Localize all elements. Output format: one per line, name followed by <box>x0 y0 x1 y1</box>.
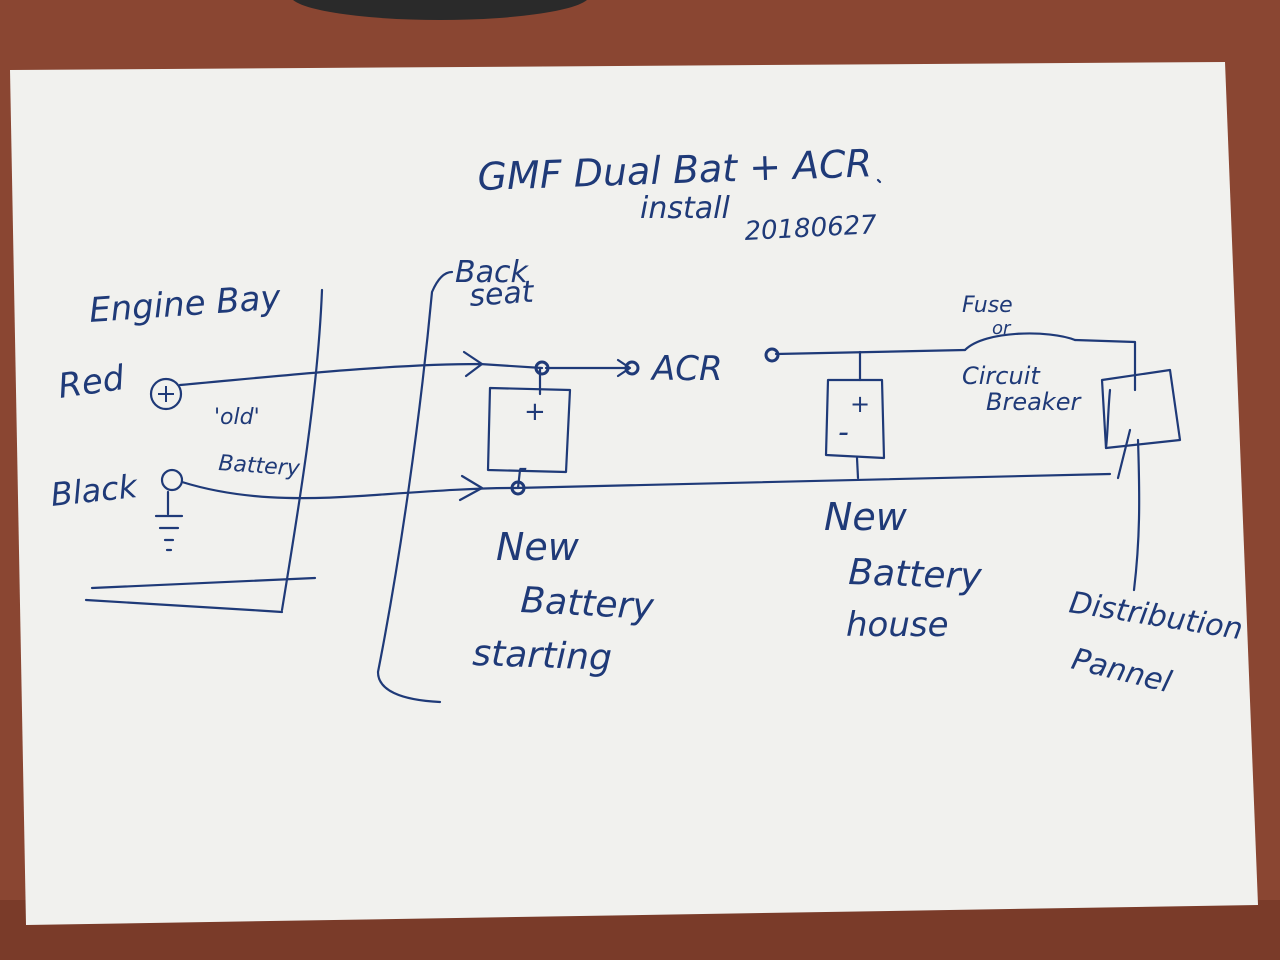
diagram-date: 20180627 <box>744 210 878 247</box>
back-seat-label-1: Back <box>455 255 529 290</box>
house-battery-minus: - <box>838 415 849 450</box>
engine-bay-right-wall <box>280 288 324 612</box>
acr-left-terminal-icon <box>624 360 640 376</box>
circuit-breaker-label-2: Breaker <box>986 388 1082 416</box>
acr-label: ACR <box>650 349 723 389</box>
black-terminal-icon <box>160 468 184 492</box>
back-seat-label-2: seat <box>468 274 536 313</box>
black-label: Black <box>49 467 141 514</box>
distribution-panel-body <box>1100 368 1182 450</box>
distribution-panel-inner <box>1104 388 1112 450</box>
mug-edge <box>293 0 587 20</box>
acr-to-house-wire <box>774 348 967 356</box>
black-wire-arrow <box>458 474 484 502</box>
terminals <box>149 347 780 496</box>
paper-sheet <box>10 62 1258 925</box>
fuse-or-label: or <box>992 318 1012 339</box>
fuse-symbol <box>963 332 1077 352</box>
red-terminal-icon <box>149 377 183 411</box>
red-label: Red <box>56 358 127 407</box>
panel-neg-lead <box>1116 428 1132 480</box>
circuit-breaker-label-1: Circuit <box>962 362 1041 390</box>
starting-battery-neg-lead <box>516 468 522 490</box>
starting-neg-terminal-icon <box>510 480 526 496</box>
labels: GMF Dual Bat + ACR install 20180627 Engi… <box>49 141 1245 700</box>
panel-leader-line <box>1132 438 1141 592</box>
back-seat-wall <box>376 270 454 704</box>
wiring <box>84 178 1182 704</box>
engine-bay-floor-line-2 <box>84 598 284 614</box>
starting-battery-label-3: starting <box>472 633 613 679</box>
red-terminal-plus <box>158 386 174 402</box>
starting-battery-label-1: New <box>496 525 580 569</box>
diagram-subtitle: install <box>640 191 730 226</box>
acr-right-terminal-icon <box>764 347 780 363</box>
starting-pos-terminal-icon <box>534 360 550 376</box>
starting-battery-plus: + <box>524 397 546 427</box>
starting-battery-body <box>486 386 572 474</box>
old-battery-label-2: Battery <box>218 451 302 482</box>
starting-battery-label-2: Battery <box>520 580 656 628</box>
engine-bay-floor-line <box>90 576 317 590</box>
old-battery-label-1: 'old' <box>214 405 260 430</box>
house-battery-plus: + <box>850 390 870 418</box>
ground-symbol <box>154 490 184 552</box>
acr-arrow <box>616 358 632 378</box>
house-battery-body <box>824 378 886 460</box>
title-dot <box>876 178 882 184</box>
house-battery-label-3: house <box>846 605 949 645</box>
red-wire <box>178 362 544 387</box>
red-wire-arrow <box>462 350 484 378</box>
house-battery-label-2: Battery <box>848 552 983 598</box>
house-battery-label-1: New <box>824 495 908 539</box>
black-wire <box>180 480 517 500</box>
house-neg-lead <box>855 456 860 480</box>
fuse-label: Fuse <box>962 293 1013 318</box>
starting-battery-minus: - <box>518 453 527 483</box>
negative-bus-wire <box>513 472 1112 490</box>
fuse-to-panel-wire <box>1073 338 1137 392</box>
